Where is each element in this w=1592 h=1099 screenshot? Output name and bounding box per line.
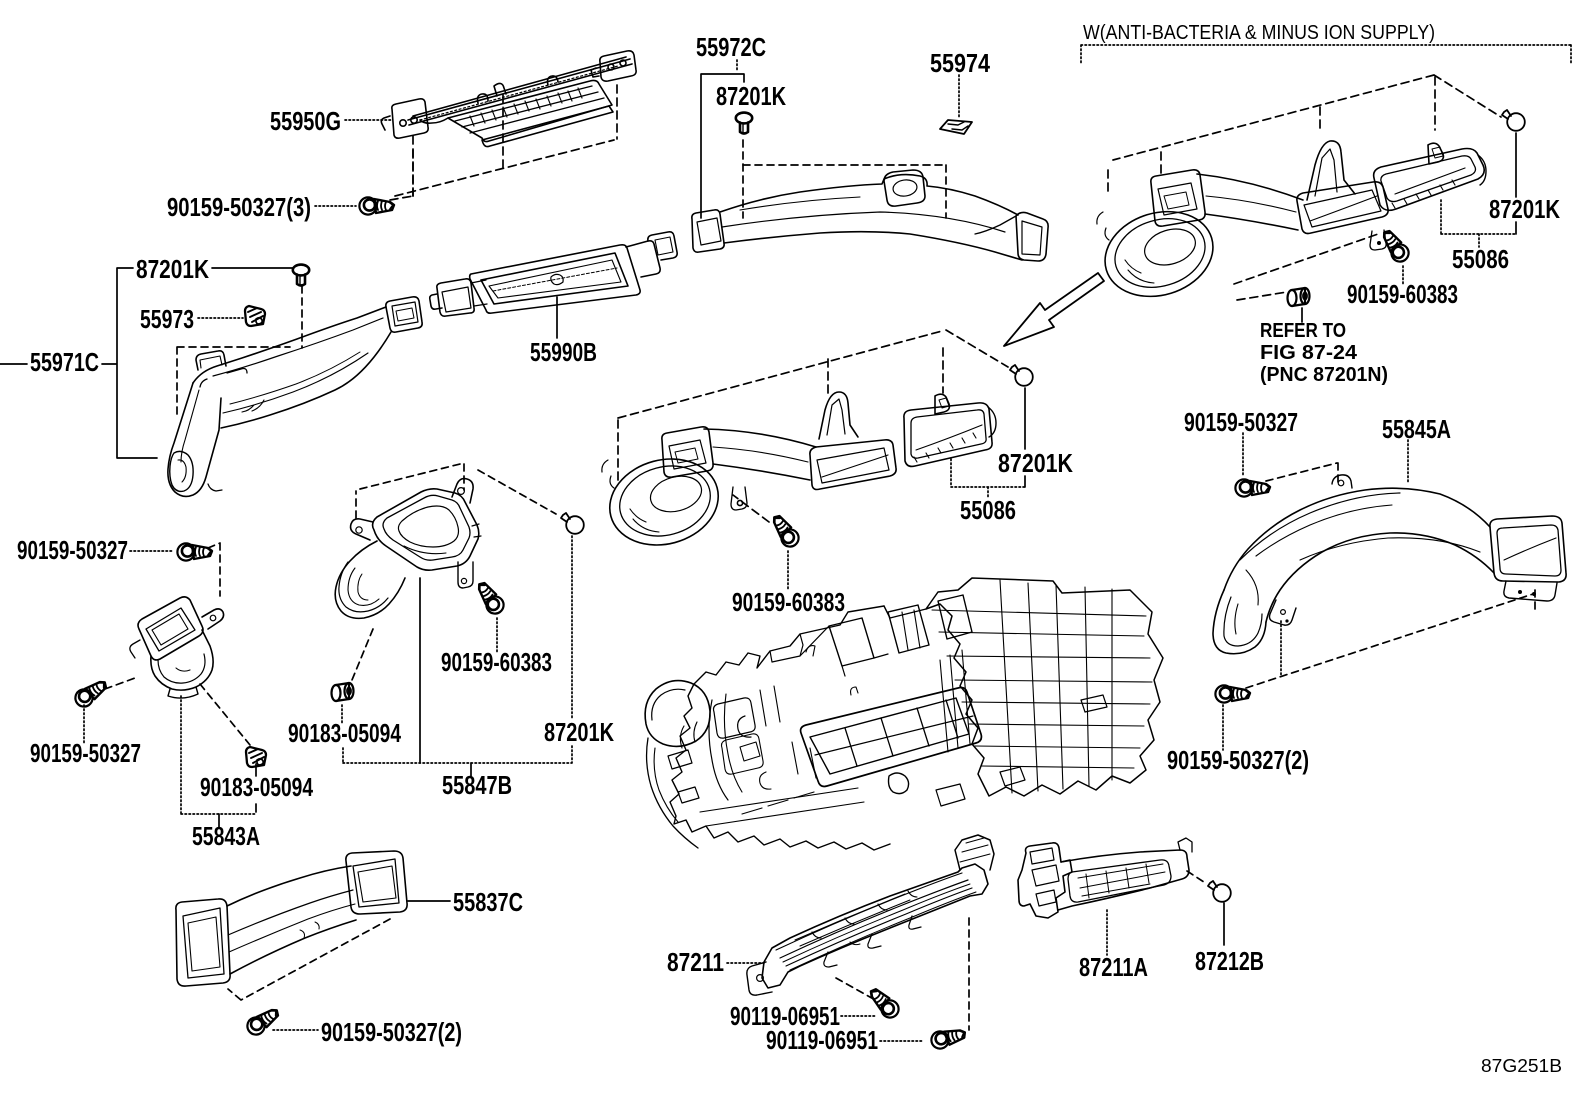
svg-text:90159-50327(2): 90159-50327(2) [321,1017,462,1047]
svg-text:90119-06951: 90119-06951 [730,1001,840,1031]
svg-text:90159-50327: 90159-50327 [17,535,128,565]
svg-text:87G251B: 87G251B [1481,1056,1562,1076]
svg-text:87211: 87211 [667,947,724,977]
svg-text:55086: 55086 [960,495,1016,525]
svg-text:87201K: 87201K [1489,194,1560,224]
svg-text:55974: 55974 [930,48,990,78]
svg-text:55837C: 55837C [453,887,523,917]
svg-text:55843A: 55843A [192,821,260,851]
svg-text:55950G: 55950G [270,106,341,136]
svg-text:55973: 55973 [140,304,194,334]
svg-text:90159-60383: 90159-60383 [732,587,845,617]
svg-text:87201K: 87201K [716,81,786,111]
svg-text:55990B: 55990B [530,337,597,367]
svg-text:REFER TO: REFER TO [1260,320,1346,342]
svg-text:55845A: 55845A [1382,414,1451,444]
svg-text:87211A: 87211A [1079,952,1148,982]
svg-text:87212B: 87212B [1195,946,1264,976]
svg-text:W(ANTI-BACTERIA & MINUS ION SU: W(ANTI-BACTERIA & MINUS ION SUPPLY) [1083,22,1435,44]
svg-text:FIG 87-24: FIG 87-24 [1260,342,1358,364]
svg-text:87201K: 87201K [544,717,614,747]
svg-text:87201K: 87201K [998,448,1073,478]
svg-text:90159-50327: 90159-50327 [30,738,141,768]
svg-text:90159-50327: 90159-50327 [1184,407,1298,437]
svg-text:(PNC 87201N): (PNC 87201N) [1260,364,1388,386]
svg-text:87201K: 87201K [136,254,209,284]
svg-text:90159-50327(3): 90159-50327(3) [167,192,311,222]
svg-text:55972C: 55972C [696,32,766,62]
svg-text:55086: 55086 [1452,244,1509,274]
svg-text:90183-05094: 90183-05094 [200,772,313,802]
svg-text:55847B: 55847B [442,770,512,800]
svg-text:90183-05094: 90183-05094 [288,718,401,748]
svg-text:90119-06951: 90119-06951 [766,1025,878,1055]
svg-text:90159-50327(2): 90159-50327(2) [1167,745,1309,775]
svg-text:55971C: 55971C [30,347,99,377]
